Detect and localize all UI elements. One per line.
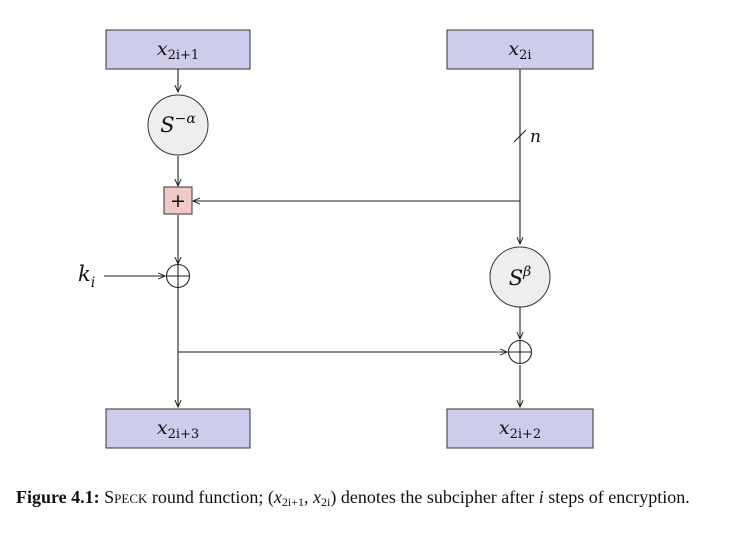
- wire-width-label: n: [530, 127, 541, 147]
- figure-label: Figure 4.1:: [16, 487, 100, 507]
- register-left-top: [105, 29, 251, 70]
- bus-width-slash: [513, 129, 527, 143]
- register-left-bottom-label: x2i+3: [157, 417, 199, 442]
- rotation-beta-label: Sβ: [509, 264, 531, 290]
- figure-caption: Figure 4.1: Speck round function; (x2i+1…: [16, 486, 716, 509]
- rotation-alpha-label: S−α: [160, 111, 196, 137]
- register-left-top-label: x2i+1: [157, 38, 199, 63]
- round-key-label: ki: [78, 262, 95, 291]
- register-right-top-label: x2i: [508, 38, 531, 63]
- register-right-bottom-label: x2i+2: [499, 417, 541, 442]
- register-left-bottom: [105, 408, 251, 449]
- xor-right-node: [507, 339, 533, 365]
- cipher-name: Speck: [104, 487, 148, 507]
- caption-text-after: denotes the subcipher after: [340, 487, 535, 507]
- xor-key-node: [165, 263, 191, 289]
- rotation-right-alpha-node: [147, 94, 209, 156]
- caption-step-var: i: [538, 487, 544, 507]
- rotation-left-beta-node: [489, 246, 551, 308]
- register-right-bottom: [446, 408, 594, 449]
- caption-pair: (x2i+1, x2i): [267, 487, 337, 509]
- modular-adder-symbol: +: [170, 190, 186, 212]
- caption-text-end: steps of encryption.: [548, 487, 690, 507]
- modular-adder-box: [163, 186, 193, 215]
- register-right-top: [446, 29, 594, 70]
- caption-text-before: round function;: [151, 487, 264, 507]
